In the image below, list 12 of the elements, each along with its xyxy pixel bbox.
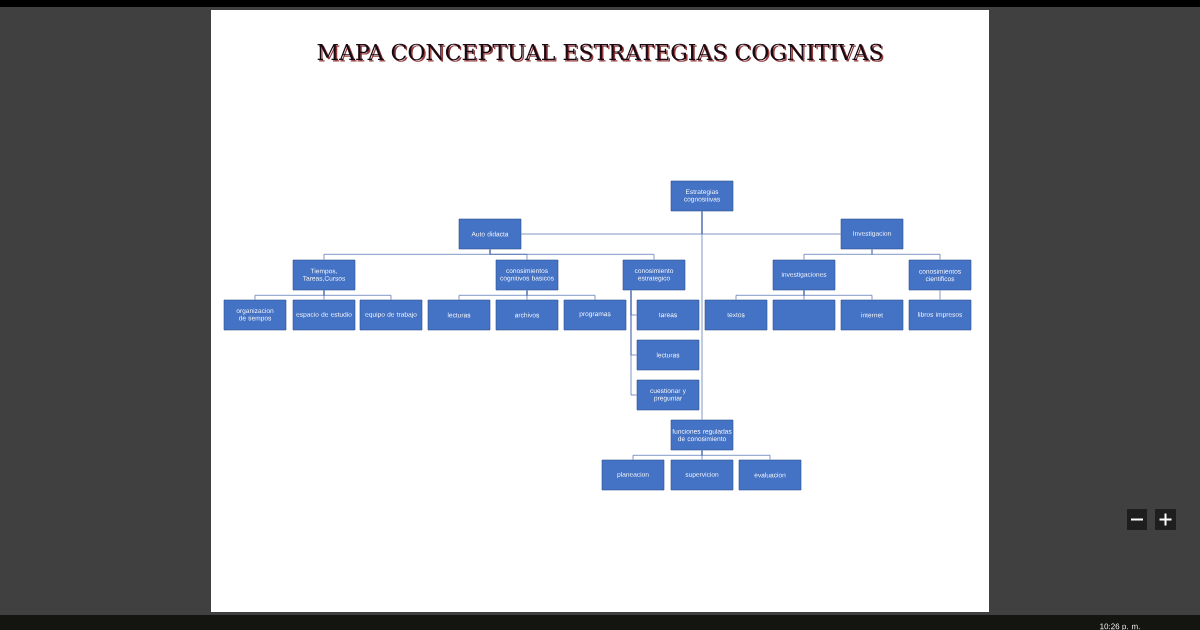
connector-line [871, 248, 941, 261]
connector-line [701, 449, 771, 461]
concept-box [772, 299, 836, 331]
connector-line [526, 289, 596, 301]
connector-line [701, 210, 703, 421]
connector-line [803, 289, 873, 301]
connector-line [939, 289, 941, 301]
connector-line [323, 289, 392, 301]
connector-line [630, 289, 638, 396]
clock-text: 10:26 p. m. [1100, 623, 1140, 630]
title: MAPA CONCEPTUAL ESTRATEGIAS COGNITIVAS [317, 43, 882, 61]
connector-line [489, 248, 655, 261]
